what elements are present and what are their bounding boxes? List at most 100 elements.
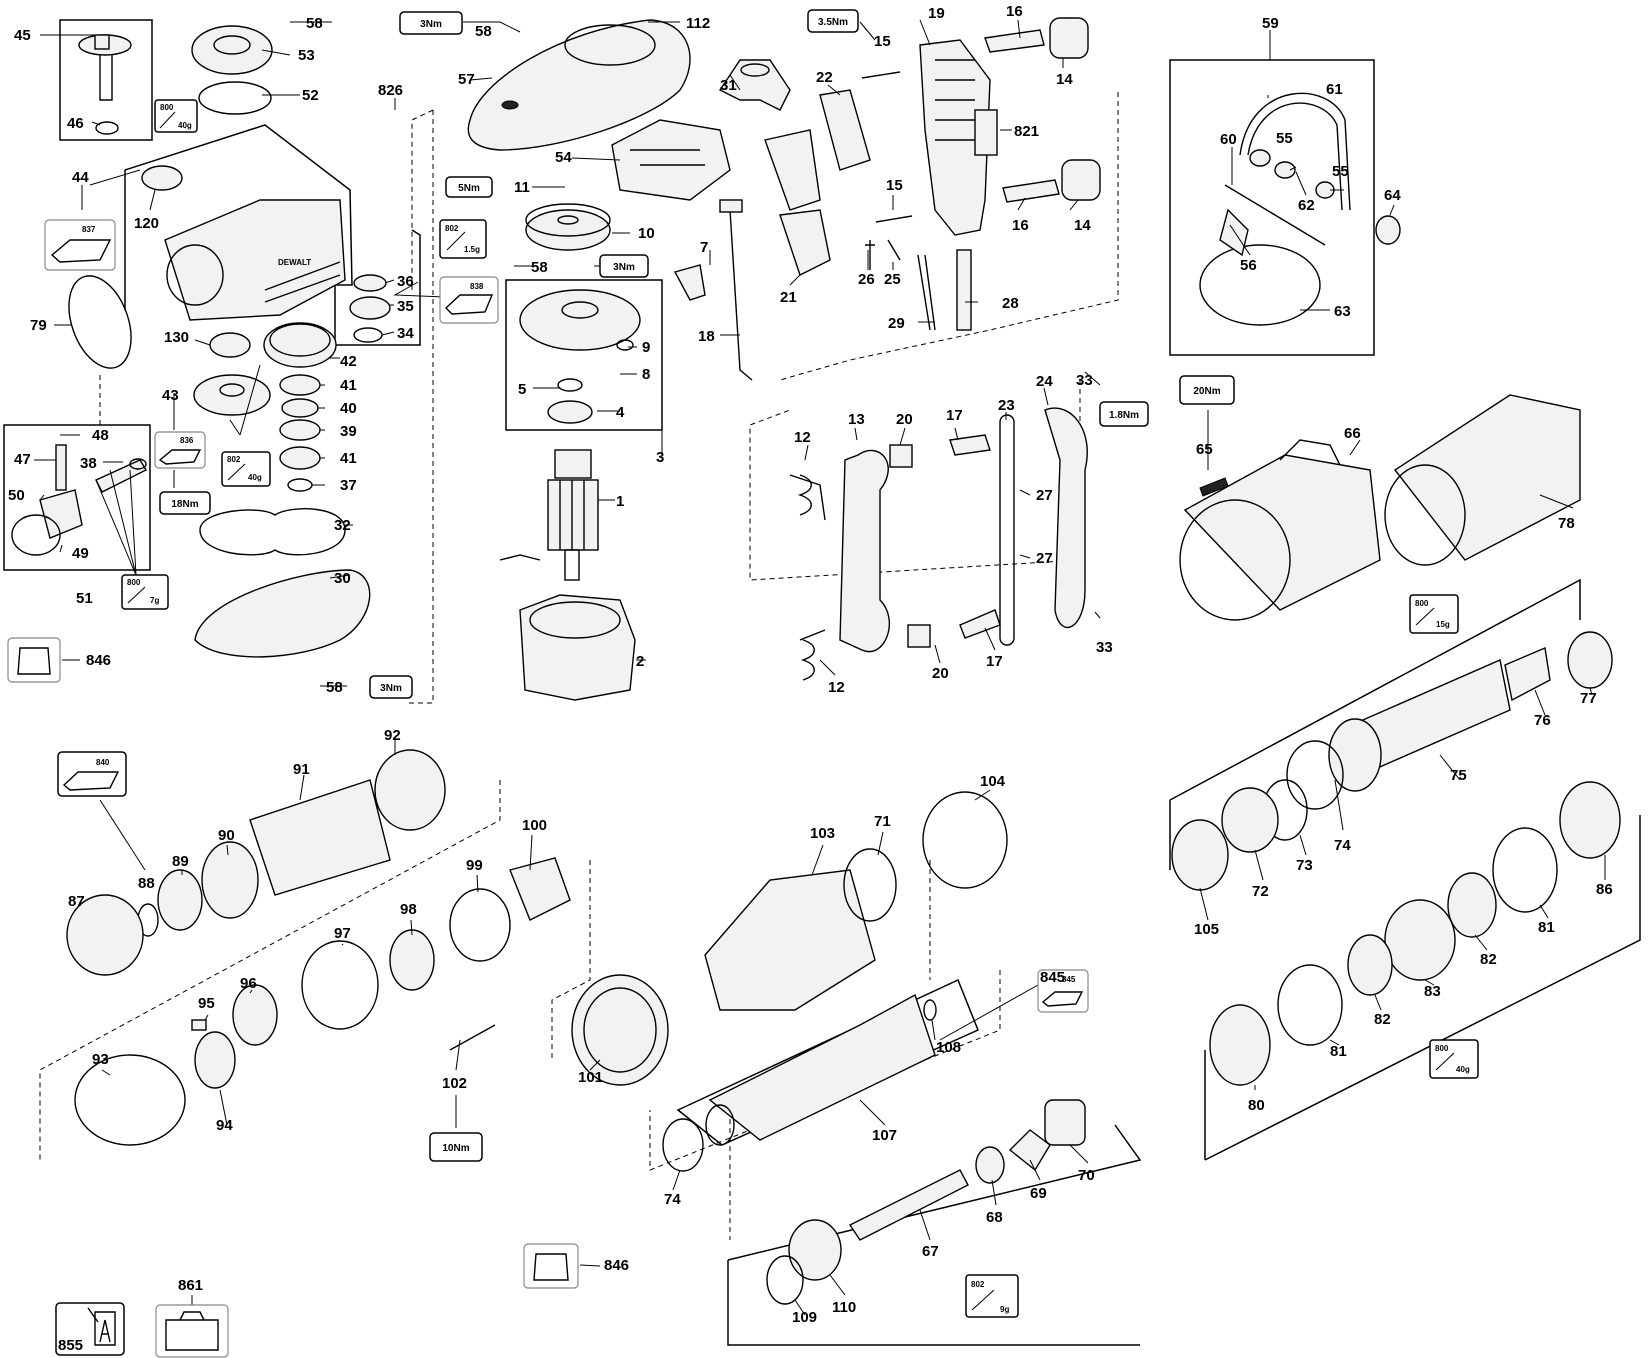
- box-75-group: [1169, 578, 1581, 801]
- label-16b: 16: [1012, 217, 1029, 234]
- label-18: 18: [698, 328, 715, 345]
- label-102: 102: [442, 1075, 467, 1092]
- label-1: 1: [616, 493, 624, 510]
- svg-text:837: 837: [82, 225, 96, 234]
- label-55b: 55: [1332, 163, 1349, 180]
- label-12b: 12: [828, 679, 845, 696]
- svg-text:1.8Nm: 1.8Nm: [1109, 410, 1139, 421]
- part-16-14-drawing: [984, 17, 1101, 203]
- torque-box-58c: 3Nm: [599, 254, 649, 278]
- svg-text:15g: 15g: [1436, 620, 1450, 629]
- box-80-group: [1204, 815, 1641, 1161]
- label-63: 63: [1334, 303, 1351, 320]
- label-16a: 16: [1006, 3, 1023, 20]
- part-80-86-drawing: [1209, 781, 1621, 1086]
- label-92: 92: [384, 727, 401, 744]
- label-49: 49: [72, 545, 89, 562]
- label-15a: 15: [874, 33, 891, 50]
- label-11: 11: [514, 179, 530, 196]
- label-41a: 41: [340, 377, 357, 394]
- label-67: 67: [922, 1243, 939, 1260]
- label-22: 22: [816, 69, 833, 86]
- label-62: 62: [1298, 197, 1315, 214]
- label-104: 104: [980, 773, 1006, 790]
- label-52: 52: [302, 87, 319, 104]
- label-81b: 81: [1330, 1043, 1347, 1060]
- manual-icon-855: [55, 1302, 125, 1356]
- label-39: 39: [340, 423, 357, 440]
- label-17b: 17: [986, 653, 1003, 670]
- label-97: 97: [334, 925, 351, 942]
- label-826: 826: [378, 82, 403, 99]
- label-77: 77: [1580, 690, 1597, 707]
- label-78: 78: [1558, 515, 1575, 532]
- label-79: 79: [30, 317, 47, 334]
- label-99: 99: [466, 857, 483, 874]
- label-54: 54: [555, 149, 572, 166]
- part-101-drawing: [571, 974, 669, 1086]
- part-15-drawing: [861, 71, 913, 223]
- label-95: 95: [198, 995, 215, 1012]
- label-47: 47: [14, 451, 31, 468]
- label-76: 76: [1534, 712, 1551, 729]
- part-87-92-drawing: [66, 749, 446, 976]
- label-846b: 846: [604, 1257, 629, 1274]
- part-79-drawing: [68, 275, 132, 369]
- label-93: 93: [92, 1051, 109, 1068]
- box-3-group: [505, 279, 663, 431]
- bag-icon-846a: [7, 637, 61, 683]
- label-861: 861: [178, 1277, 203, 1294]
- svg-text:40g: 40g: [248, 473, 262, 482]
- label-32: 32: [334, 517, 351, 534]
- label-89: 89: [172, 853, 189, 870]
- part-42-43-drawing: [193, 322, 337, 416]
- label-7: 7: [700, 239, 708, 256]
- label-3: 3: [656, 449, 664, 466]
- svg-text:836: 836: [180, 436, 194, 445]
- tool-icon-840: 840: [57, 751, 127, 797]
- part-57-drawing: [467, 19, 691, 151]
- svg-text:1.5g: 1.5g: [464, 245, 480, 254]
- part-23-24-drawing: [999, 407, 1088, 646]
- dashed-frame-top: [411, 109, 434, 290]
- label-26: 26: [858, 271, 875, 288]
- label-60: 60: [1220, 131, 1237, 148]
- label-69: 69: [1030, 1185, 1047, 1202]
- part-66-drawing: [1179, 439, 1381, 621]
- part-34-36-drawing: [349, 274, 391, 343]
- label-40: 40: [340, 400, 357, 417]
- svg-text:5Nm: 5Nm: [458, 183, 480, 194]
- label-88: 88: [138, 875, 155, 892]
- label-53: 53: [298, 47, 315, 64]
- label-41b: 41: [340, 450, 357, 467]
- tool-icon-836: 836: [154, 431, 206, 469]
- svg-text:3.5Nm: 3.5Nm: [818, 17, 848, 28]
- label-80: 80: [1248, 1097, 1265, 1114]
- label-846a: 846: [86, 652, 111, 669]
- label-65: 65: [1196, 441, 1213, 458]
- label-821: 821: [1014, 123, 1039, 140]
- part-22-drawing: [764, 89, 871, 276]
- label-42: 42: [340, 353, 357, 370]
- label-17a: 17: [946, 407, 963, 424]
- label-45: 45: [14, 27, 31, 44]
- svg-text:18Nm: 18Nm: [171, 499, 198, 510]
- svg-text:9g: 9g: [1000, 1305, 1009, 1314]
- label-855: 855: [58, 1337, 83, 1354]
- part-7-18-drawing: [673, 199, 753, 381]
- label-82a: 82: [1480, 951, 1497, 968]
- label-105: 105: [1194, 921, 1219, 938]
- svg-text:800: 800: [1415, 599, 1429, 608]
- part-10-drawing: [525, 203, 611, 251]
- tool-icon-838: 838: [439, 276, 499, 324]
- label-100: 100: [522, 817, 547, 834]
- torque-box-65: 20Nm: [1179, 375, 1235, 405]
- label-108: 108: [936, 1039, 961, 1056]
- svg-text:3Nm: 3Nm: [380, 683, 402, 694]
- svg-text:10Nm: 10Nm: [442, 1143, 469, 1154]
- svg-text:20Nm: 20Nm: [1193, 386, 1220, 397]
- svg-text:802: 802: [971, 1280, 985, 1289]
- dashed-frame-switch: [779, 92, 1119, 381]
- label-130: 130: [164, 329, 189, 346]
